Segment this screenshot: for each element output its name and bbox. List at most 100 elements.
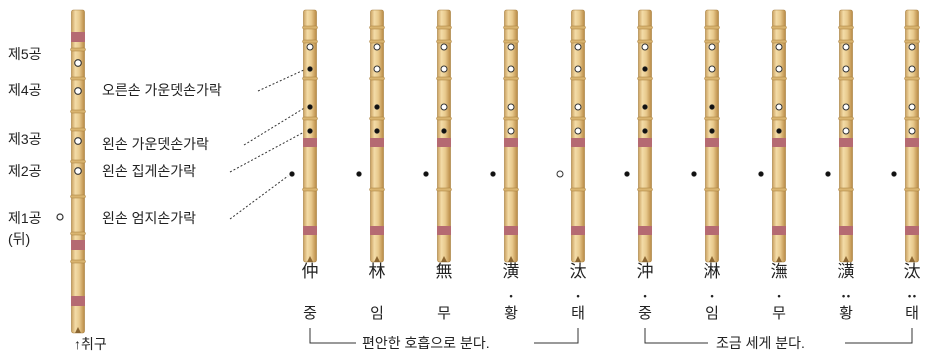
note-hanja: 無	[436, 262, 453, 282]
bamboo-node	[838, 76, 854, 81]
note-hangul: 중	[303, 305, 317, 322]
bamboo-node	[904, 25, 920, 30]
open-hole	[440, 43, 448, 51]
note-flute-4	[503, 9, 519, 263]
bracket-left-start	[309, 328, 356, 344]
bamboo-node	[637, 76, 653, 81]
binding-band	[504, 138, 518, 147]
bracket-right-end	[845, 328, 913, 344]
bamboo-node	[302, 187, 318, 192]
bamboo-node	[503, 39, 519, 44]
caption-blow-harder: 조금 세게 분다.	[716, 335, 805, 351]
binding-band	[71, 296, 85, 306]
bamboo-node	[771, 25, 787, 30]
back-hole-closed	[691, 171, 697, 177]
bamboo-node	[771, 116, 787, 121]
octave-dots: ·	[643, 289, 648, 305]
bamboo-node	[904, 76, 920, 81]
bamboo-node	[369, 187, 385, 192]
binding-band	[370, 138, 384, 147]
binding-band	[437, 226, 451, 235]
note-hanja: 仲	[302, 262, 319, 282]
back-hole-closed	[356, 171, 362, 177]
open-hole	[842, 65, 850, 73]
bamboo-node	[570, 39, 586, 44]
binding-band	[705, 226, 719, 235]
open-hole	[908, 103, 916, 111]
bamboo-node	[70, 259, 86, 264]
binding-band	[839, 226, 853, 235]
octave-dots: ·	[777, 289, 782, 305]
bamboo-node	[70, 159, 86, 164]
leader-line-left-middle	[243, 106, 307, 146]
bamboo-node	[838, 25, 854, 30]
note-flute-3	[436, 9, 452, 263]
mouthpiece-notch	[307, 256, 313, 262]
note-hangul: 임	[370, 305, 384, 322]
bamboo-node	[904, 187, 920, 192]
binding-band	[303, 138, 317, 147]
bracket-right-start	[644, 328, 708, 344]
closed-hole	[374, 104, 380, 110]
note-hanja: 林	[369, 262, 386, 282]
bamboo-node	[436, 76, 452, 81]
hole-label-back: (뒤)	[8, 231, 30, 247]
bamboo-node	[771, 187, 787, 192]
bamboo-node	[570, 116, 586, 121]
closed-hole	[709, 104, 715, 110]
bamboo-node	[369, 25, 385, 30]
closed-hole	[307, 66, 313, 72]
reference-hole-2	[74, 167, 82, 175]
bamboo-node	[570, 187, 586, 192]
bamboo-node	[704, 76, 720, 81]
leader-line-left-index	[229, 130, 307, 173]
open-hole	[641, 43, 649, 51]
octave-dots: ·	[576, 289, 581, 305]
back-hole-open	[556, 170, 564, 178]
group-brackets	[309, 328, 913, 344]
open-hole	[440, 65, 448, 73]
bamboo-node	[637, 39, 653, 44]
open-hole	[842, 103, 850, 111]
bamboo-node	[436, 25, 452, 30]
hole-label-5: 제5공	[8, 46, 42, 62]
finger-label-left-thumb: 왼손 엄지손가락	[102, 210, 196, 226]
note-hanja: 汰	[904, 262, 921, 282]
bamboo-node	[637, 116, 653, 121]
bamboo-node	[369, 116, 385, 121]
mouthpiece-notch	[642, 256, 648, 262]
closed-hole	[642, 66, 648, 72]
note-flute-8	[771, 9, 787, 263]
bamboo-node	[570, 76, 586, 81]
back-hole-closed	[825, 171, 831, 177]
note-flute-2	[369, 9, 385, 263]
note-flutes	[289, 9, 920, 263]
mouthpiece-notch	[374, 256, 380, 262]
closed-hole	[307, 128, 313, 134]
binding-band	[772, 138, 786, 147]
note-hanja: 淋	[704, 262, 721, 282]
back-hole-marker	[56, 213, 64, 221]
caption-comfortable-breath: 편안한 호흡으로 분다.	[362, 335, 490, 351]
bamboo-node	[704, 25, 720, 30]
bamboo-node	[70, 76, 86, 81]
open-hole	[775, 65, 783, 73]
binding-band	[71, 240, 85, 250]
note-hangul: 무	[437, 305, 451, 322]
open-hole	[373, 43, 381, 51]
bamboo-node	[436, 187, 452, 192]
binding-band	[437, 138, 451, 147]
bamboo-node	[838, 116, 854, 121]
mouthpiece-notch	[441, 256, 447, 262]
bamboo-node	[637, 187, 653, 192]
open-hole	[842, 127, 850, 135]
bamboo-node	[436, 39, 452, 44]
bamboo-node	[838, 187, 854, 192]
group-captions: 편안한 호흡으로 분다. 조금 세게 분다.	[362, 335, 805, 351]
open-hole	[507, 103, 515, 111]
closed-hole	[776, 128, 782, 134]
mouthpiece-notch	[909, 256, 915, 262]
hole-label-2: 제2공	[8, 163, 42, 179]
